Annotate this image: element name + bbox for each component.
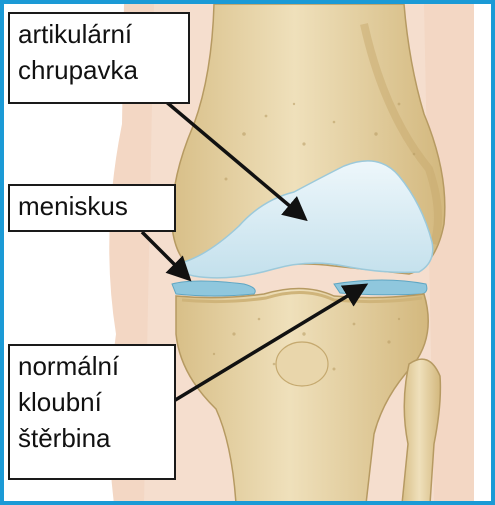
tibial-tuberosity xyxy=(276,342,328,386)
label-text-line: kloubní xyxy=(18,384,166,420)
label-articular-cartilage: artikulární chrupavka xyxy=(8,12,190,104)
label-meniscus: meniskus xyxy=(8,184,176,232)
label-text-line: meniskus xyxy=(18,188,166,224)
label-text-line: štěrbina xyxy=(18,420,166,456)
meniscus-right xyxy=(334,280,427,295)
label-text-line: normální xyxy=(18,348,166,384)
label-joint-space: normální kloubní štěrbina xyxy=(8,344,176,480)
label-text-line: artikulární xyxy=(18,16,180,52)
label-text-line: chrupavka xyxy=(18,52,180,88)
